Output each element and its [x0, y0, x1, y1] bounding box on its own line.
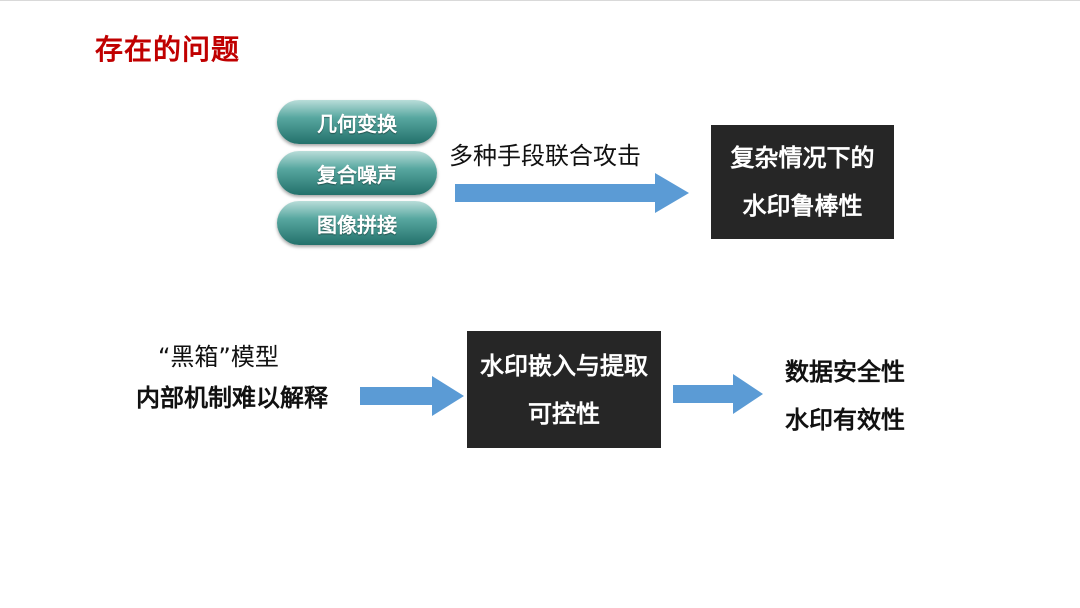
outcome-data-security: 数据安全性: [785, 358, 905, 386]
pill-geometric-transform: 几何变换: [277, 100, 437, 144]
arrow-right-icon: [673, 374, 763, 414]
robustness-box-line1: 复杂情况下的: [730, 144, 875, 172]
controllability-box-line1: 水印嵌入与提取: [480, 351, 648, 380]
blackbox-label: “黑箱”模型: [158, 343, 279, 371]
controllability-box: 水印嵌入与提取 可控性: [467, 331, 661, 448]
blackbox-sublabel: 内部机制难以解释: [136, 384, 328, 412]
controllability-box-line2: 可控性: [528, 399, 600, 428]
slide-title: 存在的问题: [95, 33, 241, 66]
pill-composite-noise: 复合噪声: [277, 151, 437, 195]
arrow-right-icon: [360, 376, 464, 416]
robustness-box-line2: 水印鲁棒性: [742, 192, 863, 220]
top-divider: [0, 0, 1080, 1]
outcome-watermark-validity: 水印有效性: [785, 406, 905, 434]
arrow-right-icon: [455, 173, 689, 213]
robustness-box: 复杂情况下的 水印鲁棒性: [711, 125, 894, 239]
pill-image-stitching: 图像拼接: [277, 201, 437, 245]
attack-caption: 多种手段联合攻击: [449, 142, 641, 170]
